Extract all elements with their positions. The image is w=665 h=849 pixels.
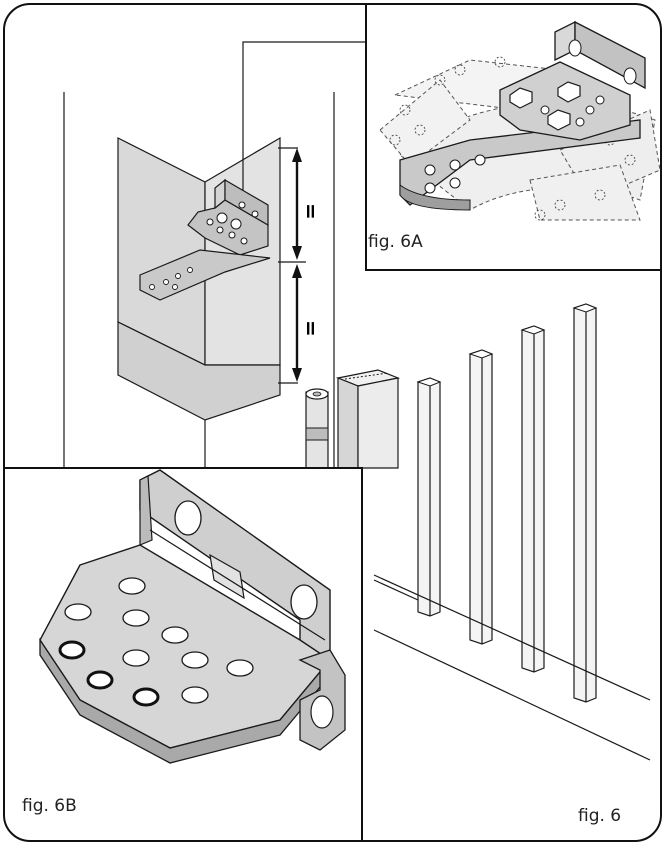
- equal-mark-upper: =: [299, 203, 323, 220]
- dimension-lines: [278, 147, 306, 384]
- gate-pickets: [416, 303, 598, 703]
- wall-corner: [63, 92, 335, 468]
- fig-6-label: fig. 6: [578, 806, 622, 826]
- gate-hinge-post: [305, 369, 401, 469]
- inset-fig-6a: [365, 4, 661, 271]
- fig-6b-label: fig. 6B: [22, 796, 77, 816]
- fig-6a-label: fig. 6A: [368, 232, 423, 252]
- ground-lines: [373, 574, 651, 761]
- mounted-bracket: [139, 178, 271, 301]
- leader-line: [242, 41, 367, 200]
- equal-mark-lower: =: [299, 320, 323, 337]
- inset-fig-6b: [4, 467, 363, 841]
